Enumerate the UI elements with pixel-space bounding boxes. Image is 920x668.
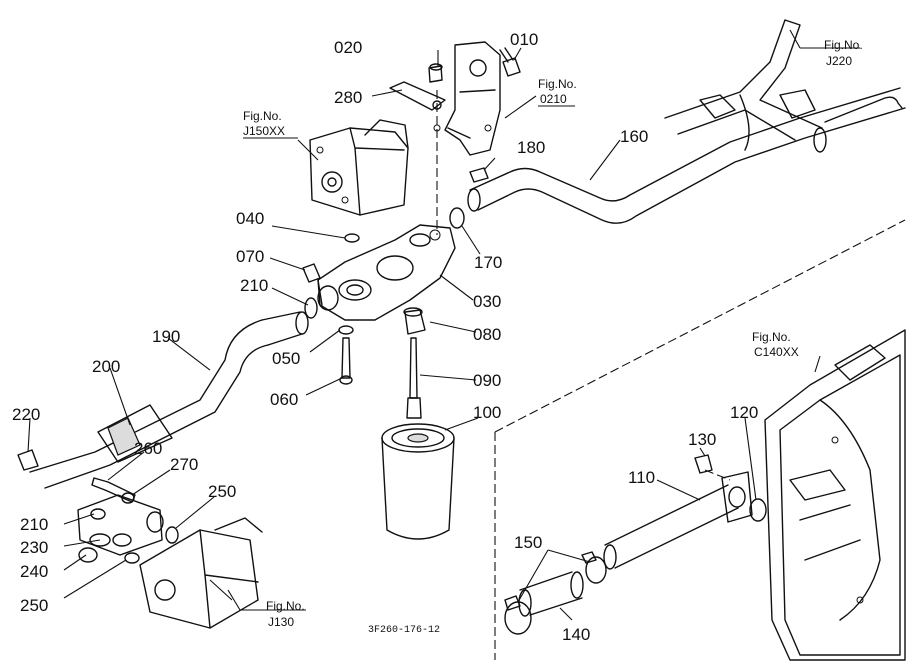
callout-070: 070 xyxy=(236,247,264,266)
filter-head-030 xyxy=(317,224,456,321)
callout-180: 180 xyxy=(517,138,545,157)
o-ring-210-upper xyxy=(304,297,318,319)
pipe-190 xyxy=(29,311,309,489)
callout-090: 090 xyxy=(473,371,501,390)
callout-060: 060 xyxy=(270,390,298,409)
fitting-220 xyxy=(17,449,39,471)
callout-160: 160 xyxy=(620,127,648,146)
hose-200 xyxy=(97,404,173,463)
callout-040: 040 xyxy=(236,209,264,228)
center-tube-090 xyxy=(406,337,422,419)
hydraulic-pump-lower xyxy=(139,517,263,629)
transmission-case xyxy=(764,329,906,661)
fig-ref-label-j220: Fig.No. xyxy=(824,38,863,52)
subassembly-boundary xyxy=(494,219,906,660)
callout-280: 280 xyxy=(334,88,362,107)
fig-ref-label-c140: Fig.No. xyxy=(752,330,791,344)
hydraulic-pump-upper xyxy=(309,119,409,216)
fig-ref-label-j130: Fig.No. xyxy=(266,599,305,613)
callout-030: 030 xyxy=(473,292,501,311)
callout-numbers: 010 020 280 040 070 210 180 160 170 030 … xyxy=(12,30,758,644)
fitting-180 xyxy=(469,167,489,183)
callout-100: 100 xyxy=(473,403,501,422)
o-ring-250-lower xyxy=(124,552,140,564)
callout-130: 130 xyxy=(688,430,716,449)
drawing-code: 3F260-176-12 xyxy=(368,625,440,636)
washer-270 xyxy=(121,492,135,504)
fig-ref-c140: C140XX xyxy=(754,345,799,359)
pipe-160 xyxy=(467,87,906,224)
o-ring-120 xyxy=(749,498,767,522)
fig-ref-label-j150: Fig.No. xyxy=(243,109,282,123)
callout-260: 260 xyxy=(134,439,162,458)
washer-050 xyxy=(338,325,354,335)
callout-220: 220 xyxy=(12,405,40,424)
fig-ref-j130: J130 xyxy=(268,615,294,629)
callout-250-lower: 250 xyxy=(20,596,48,615)
fig-ref-label-0210: Fig.No. xyxy=(538,77,577,91)
pipe-110 xyxy=(603,471,753,570)
clamp-150-upper xyxy=(581,551,607,584)
fig-ref-j150: J150XX xyxy=(243,124,285,138)
callout-170: 170 xyxy=(474,253,502,272)
callout-150: 150 xyxy=(514,533,542,552)
o-ring-170 xyxy=(449,207,465,229)
plug-070 xyxy=(302,263,321,283)
callout-210-upper: 210 xyxy=(240,276,268,295)
callout-120: 120 xyxy=(730,403,758,422)
o-ring-250-upper xyxy=(165,526,179,544)
callout-210-lower: 210 xyxy=(20,515,48,534)
leader-lines xyxy=(27,29,821,621)
figure-references: Fig.No. J150XX Fig.No. 0210 Fig.No. J220… xyxy=(240,38,863,629)
frame-j220 xyxy=(664,19,823,151)
fig-ref-j220: J220 xyxy=(826,54,852,68)
callout-190: 190 xyxy=(152,327,180,346)
callout-080: 080 xyxy=(473,325,501,344)
bolt-060 xyxy=(339,337,353,385)
callout-050: 050 xyxy=(272,349,300,368)
plug-240 xyxy=(78,547,98,563)
block-230 xyxy=(77,494,164,556)
callout-250-upper: 250 xyxy=(208,482,236,501)
o-ring-040 xyxy=(344,233,360,243)
bracket-plate xyxy=(433,41,501,156)
callout-010: 010 xyxy=(510,30,538,49)
callout-270: 270 xyxy=(170,455,198,474)
bolt-130 xyxy=(694,454,731,481)
fig-ref-0210: 0210 xyxy=(540,92,567,106)
callout-110: 110 xyxy=(628,468,655,487)
o-ring-210-lower xyxy=(90,508,106,520)
callout-140: 140 xyxy=(562,625,590,644)
callout-230: 230 xyxy=(20,538,48,557)
bolt-010 xyxy=(499,47,521,77)
callout-200: 200 xyxy=(92,357,120,376)
adapter-080 xyxy=(403,307,426,335)
callout-240: 240 xyxy=(20,562,48,581)
oil-filter-100 xyxy=(381,423,455,540)
callout-020: 020 xyxy=(334,38,362,57)
bolt-020 xyxy=(428,63,443,83)
